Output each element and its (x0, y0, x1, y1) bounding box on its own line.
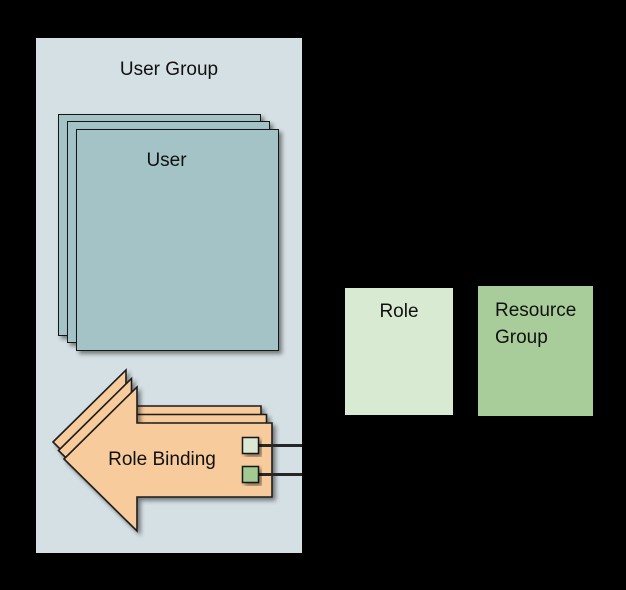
user-group-label: User Group (119, 59, 219, 80)
resource-group-box: Resource Group (478, 286, 593, 416)
role-box: Role (345, 288, 453, 415)
role-label: Role (379, 301, 419, 322)
resource-group-label: Resource Group (495, 300, 577, 348)
user-label: User (146, 150, 187, 171)
user-card-front (76, 129, 279, 351)
role-binding-label: Role Binding (108, 449, 216, 470)
